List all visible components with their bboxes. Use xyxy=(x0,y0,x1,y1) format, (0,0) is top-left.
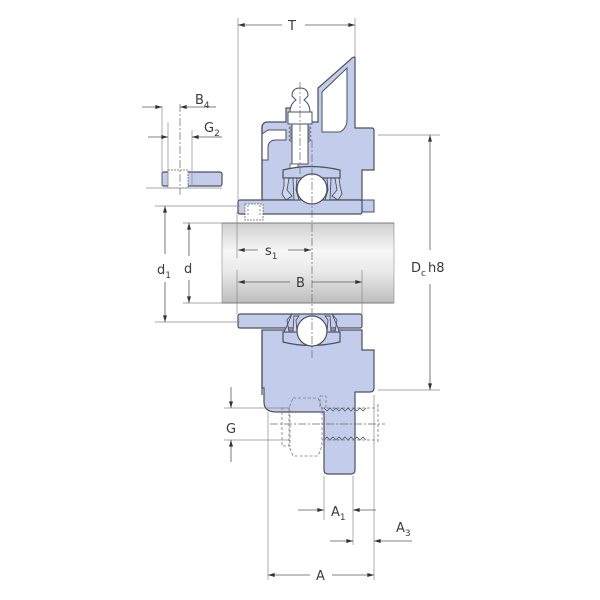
svg-text:d1: d1 xyxy=(157,263,171,281)
svg-text:A3: A3 xyxy=(396,521,411,539)
label-T: T xyxy=(287,19,296,34)
set-screw xyxy=(244,203,264,221)
dim-T: T xyxy=(237,18,356,200)
label-B4: B4 xyxy=(195,93,210,111)
set-screw-detail xyxy=(142,104,223,195)
dim-s1: s1 xyxy=(236,212,311,262)
svg-text:A: A xyxy=(316,569,325,584)
insert-bearing xyxy=(237,165,363,347)
svg-text:A1: A1 xyxy=(331,505,346,523)
svg-text:s1: s1 xyxy=(265,244,278,262)
dim-A1: A1 xyxy=(298,505,376,523)
shaft xyxy=(221,222,395,304)
seals xyxy=(281,177,343,333)
svg-text:G: G xyxy=(226,422,236,437)
dim-A: A xyxy=(268,569,374,584)
dim-d: d xyxy=(183,222,222,304)
dim-A3: A3 xyxy=(330,521,412,543)
dim-B: B xyxy=(236,270,363,314)
label-G2: G2 xyxy=(204,121,220,139)
svg-text:B: B xyxy=(296,276,305,291)
svg-text:d: d xyxy=(184,262,192,277)
dim-G: G xyxy=(224,387,290,462)
dim-d1: d1 xyxy=(155,205,240,323)
